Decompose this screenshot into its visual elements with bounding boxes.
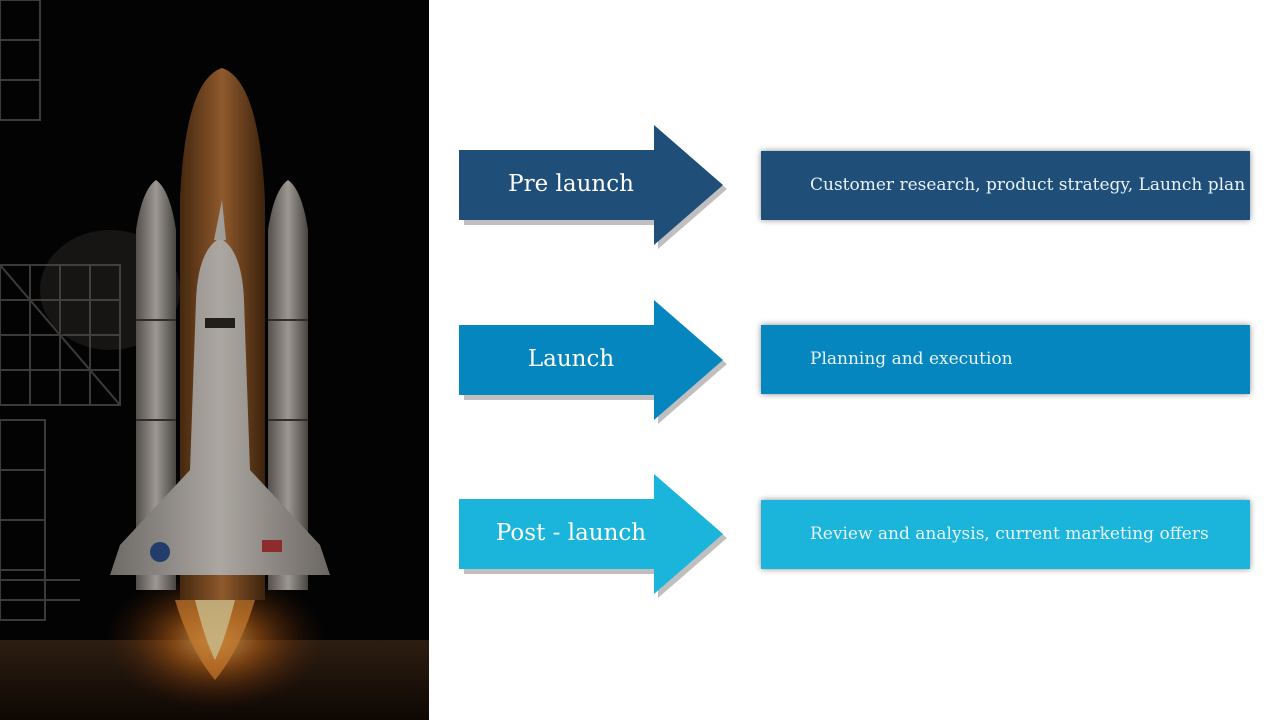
stage-description: Customer research, product strategy, Lau… bbox=[810, 175, 1246, 195]
stage-label: Pre launch bbox=[508, 171, 634, 197]
stage-label: Launch bbox=[527, 346, 615, 372]
stage-arrow-post-launch: Post - launch bbox=[459, 474, 727, 598]
stage-arrow-launch: Launch bbox=[459, 300, 727, 424]
stage-label: Post - launch bbox=[495, 520, 647, 546]
stage-description: Planning and execution bbox=[810, 349, 1013, 369]
shuttle-launch-image bbox=[0, 0, 429, 720]
stage-description-box: Planning and execution bbox=[761, 325, 1250, 394]
stage-arrow-pre-launch: Pre launch bbox=[459, 125, 727, 249]
stage-description-box: Review and analysis, current marketing o… bbox=[761, 500, 1250, 569]
stage-description: Review and analysis, current marketing o… bbox=[810, 524, 1209, 544]
stage-description-box: Customer research, product strategy, Lau… bbox=[761, 151, 1250, 220]
